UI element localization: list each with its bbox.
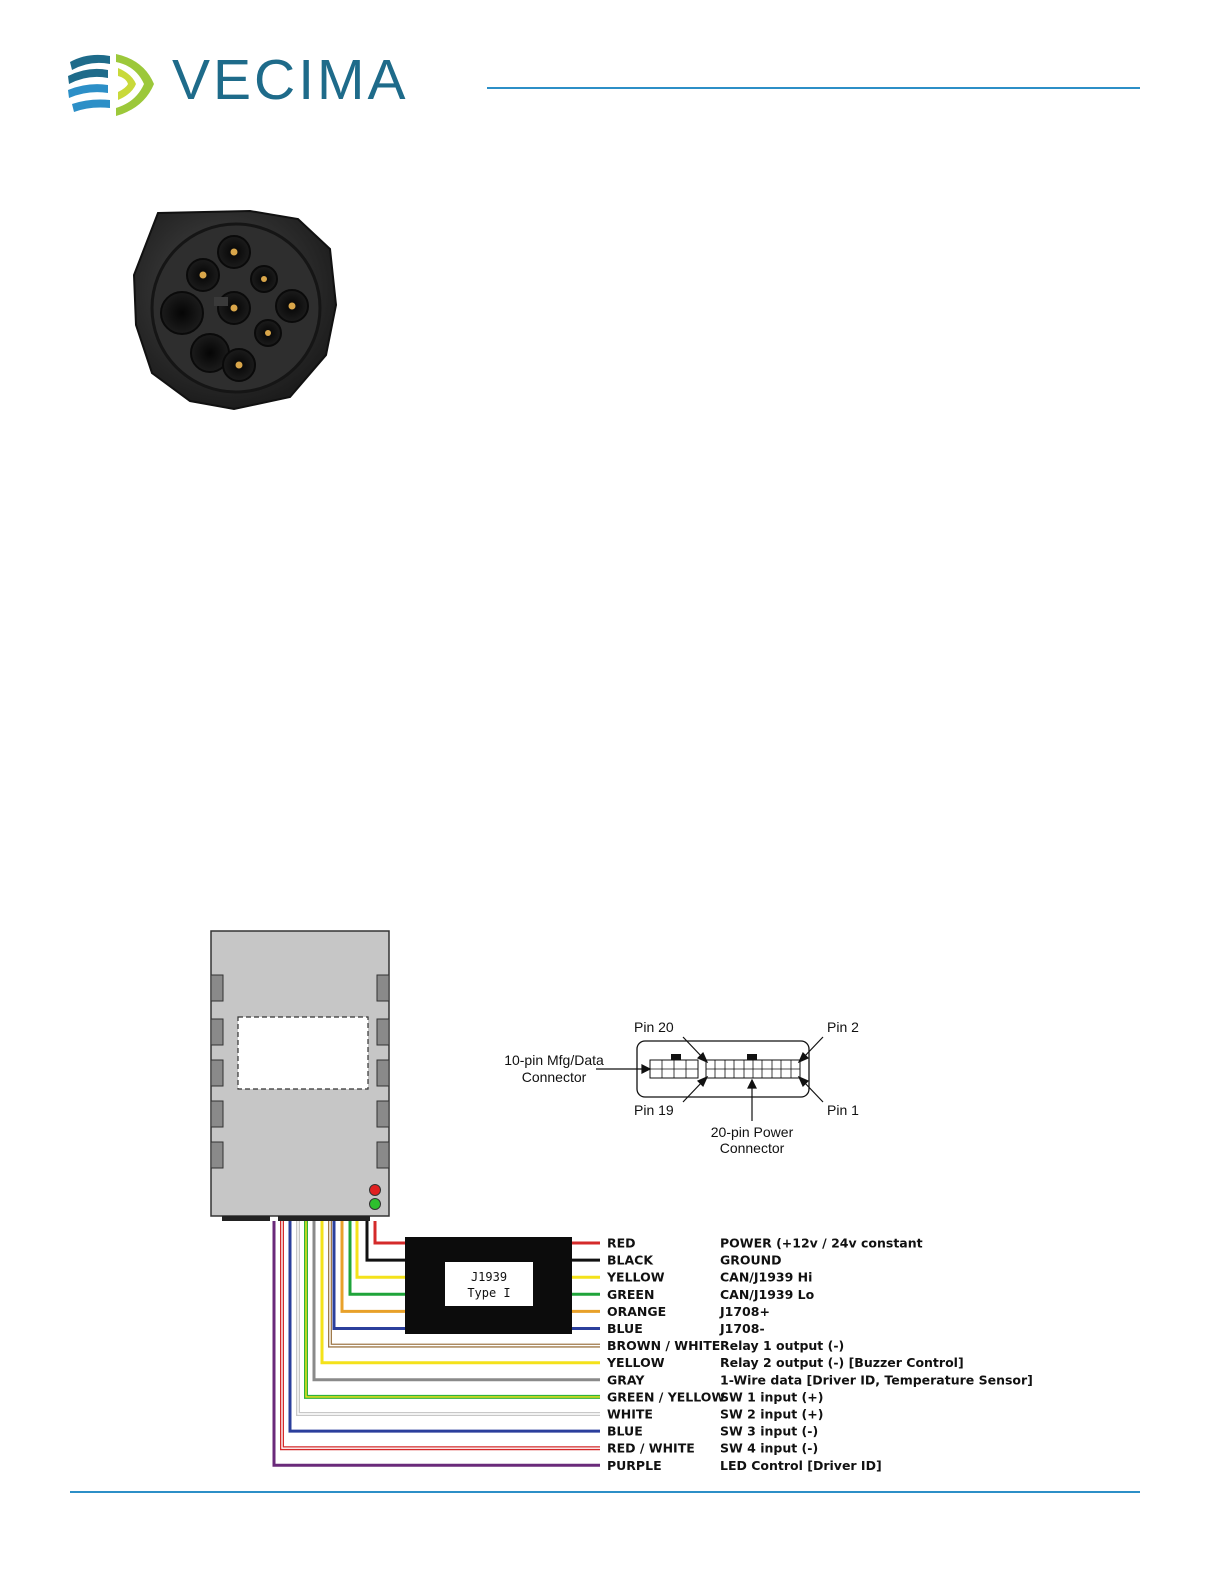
- wire-color-label: RED: [607, 1236, 636, 1251]
- footer-rule: [70, 1491, 1140, 1493]
- wire-13-stripe: [281, 1221, 600, 1449]
- wire-function-label: SW 4 input (-): [720, 1441, 818, 1456]
- adapter-label-line1: J1939: [471, 1270, 507, 1284]
- wire-color-label: ORANGE: [607, 1304, 666, 1319]
- wire-function-label: SW 2 input (+): [720, 1407, 823, 1422]
- pin-2-label: Pin 2: [827, 1019, 859, 1035]
- wire-function-label: J1708-: [719, 1321, 765, 1336]
- mfg-connector-label-2: Connector: [522, 1069, 587, 1085]
- power-connector-label-2: Connector: [720, 1140, 785, 1156]
- wire-function-label: SW 3 input (-): [720, 1424, 818, 1439]
- wire-12: [288, 1221, 600, 1433]
- wire-harness: [272, 1221, 600, 1467]
- wire-function-label: Relay 2 output (-) [Buzzer Control]: [720, 1355, 964, 1370]
- wire-function-label: SW 1 input (+): [720, 1389, 823, 1404]
- wire-2: [365, 1221, 600, 1262]
- wire-function-label: LED Control [Driver ID]: [720, 1458, 882, 1473]
- wire-8: [320, 1221, 600, 1365]
- wire-color-label: WHITE: [607, 1407, 653, 1422]
- wire-color-label: YELLOW: [606, 1270, 665, 1285]
- power-connector-label-1: 20-pin Power: [711, 1124, 794, 1140]
- wire-3: [355, 1221, 600, 1279]
- pin-19-label: Pin 19: [634, 1102, 674, 1118]
- wire-color-label: BROWN / WHITE: [607, 1338, 720, 1353]
- wire-function-label: J1708+: [719, 1304, 770, 1319]
- red-led-icon: [369, 1184, 381, 1196]
- wire-color-label: BLACK: [607, 1253, 654, 1268]
- wire-function-label: CAN/J1939 Lo: [720, 1287, 815, 1302]
- wire-10-stripe: [305, 1221, 600, 1398]
- device-label-area: [237, 1016, 369, 1090]
- wire-1: [373, 1221, 600, 1245]
- adapter-label-line2: Type I: [467, 1286, 510, 1300]
- header-rule: [487, 87, 1140, 89]
- wire-function-label: POWER (+12v / 24v constant: [720, 1236, 923, 1251]
- wire-5: [340, 1221, 600, 1313]
- wire-14: [272, 1221, 600, 1467]
- wire-4: [348, 1221, 600, 1296]
- wire-9: [312, 1221, 600, 1382]
- round-connector-photo-icon: [132, 209, 338, 411]
- wire-function-label: GROUND: [720, 1253, 782, 1268]
- wire-color-label: RED / WHITE: [607, 1441, 695, 1456]
- wire-color-label: GREEN: [607, 1287, 654, 1302]
- wire-color-label: GRAY: [607, 1372, 645, 1387]
- wire-function-label: CAN/J1939 Hi: [720, 1270, 812, 1285]
- pin-1-label: Pin 1: [827, 1102, 859, 1118]
- wire-color-label: BLUE: [607, 1424, 643, 1439]
- wire-color-label: YELLOW: [606, 1355, 665, 1370]
- wire-7-stripe: [329, 1221, 600, 1347]
- vecima-logo-icon: [68, 54, 154, 116]
- wire-function-label: Relay 1 output (-): [720, 1338, 844, 1353]
- wire-6: [332, 1221, 600, 1330]
- pin-20-label: Pin 20: [634, 1019, 674, 1035]
- wire-color-label: BLUE: [607, 1321, 643, 1336]
- wire-function-label: 1-Wire data [Driver ID, Temperature Sens…: [720, 1372, 1033, 1387]
- wire-color-label: GREEN / YELLOW: [607, 1389, 725, 1404]
- brand-wordmark: VECIMA: [172, 48, 409, 112]
- pinout-diagram: Pin 20 Pin 19 Pin 2 Pin 1 10-pin Mfg/Dat…: [504, 1019, 859, 1156]
- wire-11-stripe: [297, 1221, 600, 1415]
- wire-color-label: PURPLE: [607, 1458, 662, 1473]
- green-led-icon: [369, 1198, 381, 1210]
- mfg-connector-label-1: 10-pin Mfg/Data: [504, 1052, 604, 1068]
